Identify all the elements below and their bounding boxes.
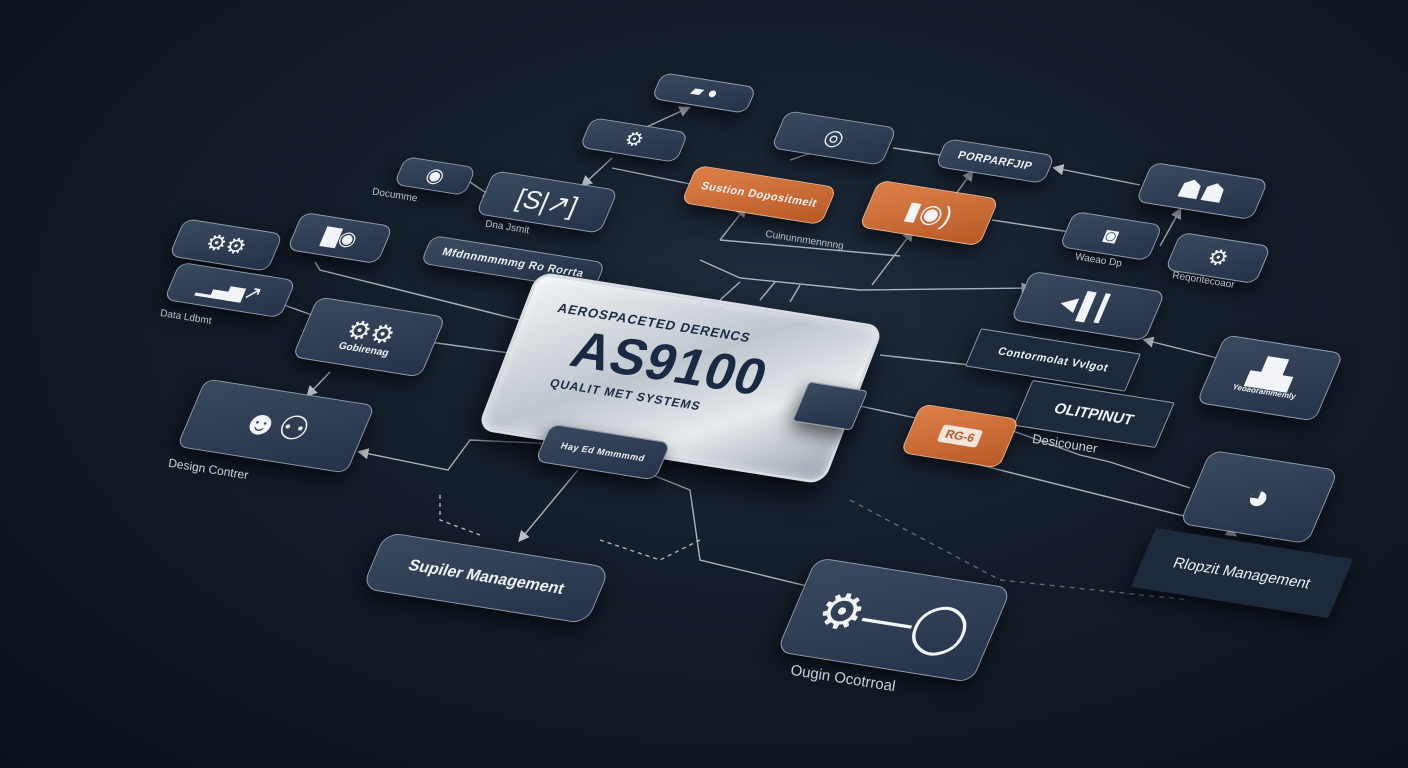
node-label: RG-6 <box>936 424 984 448</box>
dollar-document-icon: [S|↗] <box>511 183 583 221</box>
direction-icon: ◄▌▎ <box>1050 286 1126 326</box>
chart-icon: ▰ ● <box>687 82 721 103</box>
camera-icon: ◙ <box>1099 222 1123 249</box>
gauge-icon: ◎ <box>819 124 849 151</box>
gears-icon: ⚙⚙ <box>201 229 251 260</box>
antenna-icon: ◉ <box>421 164 449 188</box>
team-icon: ☻⚇ <box>235 402 317 450</box>
node-label: Sustion Dopositmeit <box>699 180 819 210</box>
gear-icon: ⚙ <box>620 128 648 152</box>
node-label: Contormolat Vvlgot <box>995 345 1111 375</box>
sensor-icon: ▮◉) <box>900 195 958 231</box>
node-label: Supiler Management <box>405 557 567 598</box>
webcam-icon: ◕ <box>1240 475 1279 518</box>
node-label: OLITPINUT <box>1051 399 1137 429</box>
gear-icon: ⚙ <box>1203 244 1233 271</box>
people-icon: ☗☗ <box>1172 173 1232 209</box>
node-label: Rlopzit Management <box>1170 554 1314 592</box>
bar-chart-icon: ▁▃▅↗ <box>194 274 266 306</box>
film-icon: ▇◉ <box>319 224 361 252</box>
node-label: Hay Ed Mmmmmd <box>559 440 647 464</box>
node-label: PORPARFJIP <box>955 149 1035 173</box>
gear-network-icon: ⚙—◯ <box>808 581 980 659</box>
